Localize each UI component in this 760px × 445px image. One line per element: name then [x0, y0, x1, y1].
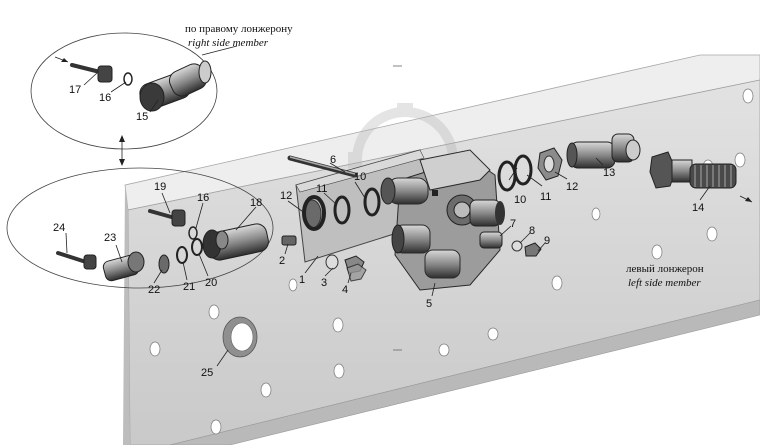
caption-right-ru: по правому лонжерону: [185, 23, 293, 35]
frame-large-hole: [222, 316, 258, 358]
frame-bottom-flange: [169, 299, 760, 445]
bracket-fasteners: [281, 235, 367, 282]
callout-14: 14: [692, 202, 704, 214]
left-detail-ellipse: [6, 167, 274, 289]
callout-15: 15: [136, 111, 148, 123]
banjo-bolt-24: [56, 251, 97, 270]
callout-11-left: 11: [316, 183, 327, 195]
callout-23: 23: [104, 232, 116, 244]
small-fittings: [479, 231, 542, 257]
callout-6: 6: [330, 154, 336, 166]
callout-17: 17: [69, 84, 81, 96]
callout-10-left: 10: [354, 171, 366, 183]
frame-top-flange: [124, 54, 760, 211]
callout-20: 20: [205, 277, 217, 289]
flow-arrow-right: [739, 195, 753, 203]
callout-8: 8: [529, 225, 535, 237]
callout-18: 18: [250, 197, 262, 209]
threaded-connector-14: [649, 151, 737, 189]
caption-left-en: left side member: [628, 277, 701, 289]
seal-rings-right: [497, 147, 563, 192]
caption-left-member: левый лонжерон left side member: [626, 263, 704, 289]
callout-12-left: 12: [280, 190, 292, 202]
callout-16-top: 16: [99, 92, 111, 104]
callout-3: 3: [321, 277, 327, 289]
caption-right-member: по правому лонжерону right side member: [185, 23, 293, 49]
callout-2: 2: [279, 255, 285, 267]
callout-1: 1: [299, 274, 305, 286]
leader-lines: [65, 72, 711, 367]
callout-12-right: 12: [566, 181, 578, 193]
callout-11-right: 11: [540, 191, 551, 203]
top-detail-ellipse: [30, 32, 218, 150]
elbow-fitting-13: [566, 133, 641, 169]
banjo-bolt-19: [148, 209, 186, 227]
callout-16-left: 16: [197, 192, 209, 204]
caption-right-en: right side member: [188, 37, 269, 49]
callout-9: 9: [544, 235, 550, 247]
callout-4: 4: [342, 284, 348, 296]
callout-19: 19: [154, 181, 166, 193]
callout-5: 5: [426, 298, 432, 310]
callout-labels: 17 16 15 24 23 19 16 18 22 21 20 2 1 3 4…: [53, 84, 704, 379]
banjo-fitting-15: [139, 60, 212, 112]
ellipse-link-arrow: [119, 135, 125, 166]
callout-24: 24: [53, 222, 65, 234]
banjo-fitting-18: [202, 223, 269, 261]
callout-7: 7: [510, 218, 516, 230]
callout-25: 25: [201, 367, 213, 379]
callout-21: 21: [183, 281, 195, 293]
caption-left-ru: левый лонжерон: [626, 263, 704, 275]
valve-body: [380, 149, 505, 291]
callout-22: 22: [148, 284, 160, 296]
callout-10-right: 10: [514, 194, 526, 206]
callout-13: 13: [603, 167, 615, 179]
banjo-elbow-23: [102, 251, 145, 282]
